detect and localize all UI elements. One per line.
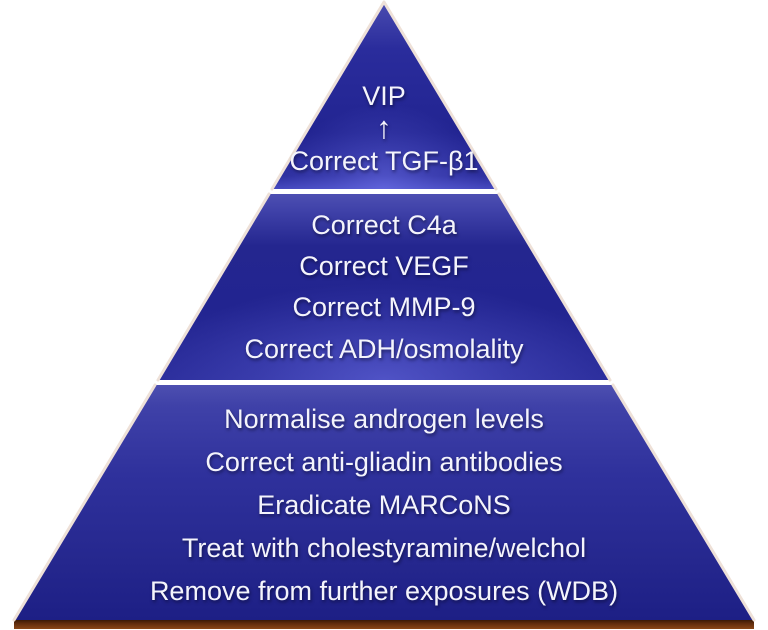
pyramid-tier1-glow: [272, 2, 496, 189]
tier3-line-normalise-androgen: Normalise androgen levels: [224, 404, 544, 434]
tier1-line-correct-tgf-b1: Correct TGF-β1: [289, 146, 479, 176]
tier2-line-correct-adh-osmolality: Correct ADH/osmolality: [244, 334, 524, 364]
pyramid-base-shadow: [14, 619, 754, 629]
tier3-left-outline: [12, 383, 157, 622]
tier2-line-correct-c4a: Correct C4a: [311, 210, 457, 240]
tier1-line-vip: VIP: [362, 81, 406, 111]
up-arrow-icon: ↑: [376, 110, 392, 145]
tier2-right-outline: [497, 192, 612, 382]
tier1-outline: [270, 0, 498, 191]
tier2-line-correct-mmp9: Correct MMP-9: [292, 292, 476, 322]
tier3-line-cholestyramine-welchol: Treat with cholestyramine/welchol: [181, 533, 587, 563]
tier3-line-eradicate-marcons: Eradicate MARCoNS: [257, 490, 511, 520]
tier2-line-correct-vegf: Correct VEGF: [299, 251, 469, 281]
pyramid-tier2-glow: [158, 194, 610, 380]
tier3-line-remove-exposures-wdb: Remove from further exposures (WDB): [149, 576, 619, 606]
tier3-right-outline: [611, 383, 756, 622]
pyramid-tier3-shape: [14, 385, 754, 620]
tier3-line-anti-gliadin: Correct anti-gliadin antibodies: [205, 447, 563, 477]
tier2-left-outline: [156, 192, 271, 382]
